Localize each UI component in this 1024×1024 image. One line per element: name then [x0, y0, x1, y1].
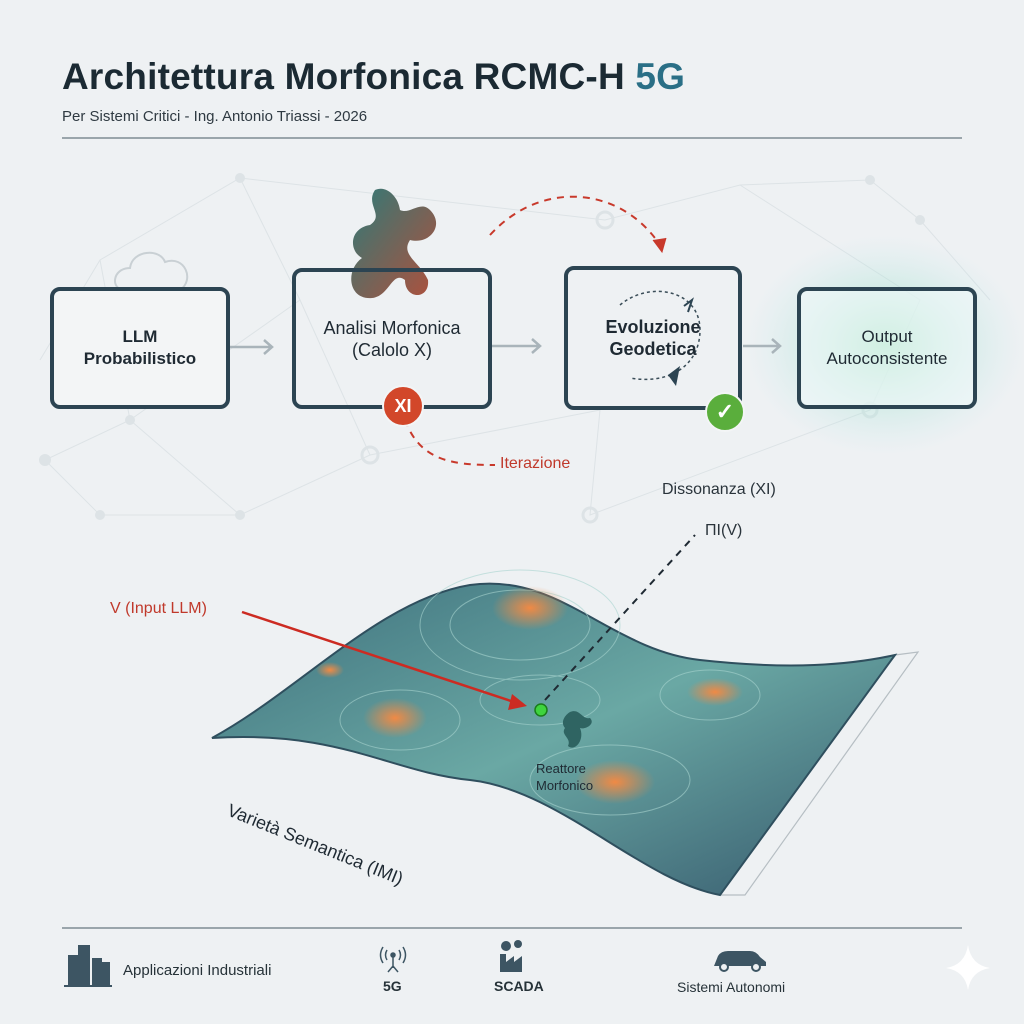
footer-item-applicazioni-industriali: Applicazioni Industriali: [123, 962, 272, 979]
iteration-arrow: [404, 419, 496, 466]
page-title: Architettura Morfonica RCMC-H 5G: [62, 56, 686, 97]
input-point: [534, 703, 548, 717]
hotspot: [363, 698, 427, 738]
antenna-icon: [379, 946, 407, 973]
footer-item-5g: 5G: [383, 978, 402, 994]
footer-divider: [62, 927, 962, 929]
header-divider: [62, 137, 962, 139]
flow-arrow-2: [492, 338, 542, 354]
car-icon: [714, 951, 766, 972]
dissonance-badge: XI: [382, 385, 424, 427]
projection-line: [544, 534, 696, 701]
footer-item-scada: SCADA: [494, 978, 544, 994]
flow-arrow-3: [743, 338, 782, 354]
hotspot: [492, 586, 568, 630]
geodesic-cycle-icon: [619, 290, 701, 380]
factory-icon: [500, 940, 522, 972]
flow-arrow-1: [230, 339, 274, 355]
footer-item-sistemi-autonomi: Sistemi Autonomi: [677, 979, 786, 995]
feedback-arrow: [489, 195, 661, 246]
iteration-label: Iterazione: [500, 455, 571, 472]
reactor-icon: [562, 711, 592, 748]
sparkle-icon: [946, 945, 990, 990]
buildings-icon: [64, 945, 112, 987]
projection-label: ΠI(V): [705, 522, 743, 539]
manifold-surface: [211, 582, 898, 897]
cloud-icon: [114, 252, 189, 291]
input-arrow: [241, 610, 521, 706]
hotspot: [316, 662, 344, 678]
hotspot: [687, 678, 743, 706]
hotspot: [575, 760, 655, 804]
dissonance-label: Dissonanza (XI): [662, 481, 776, 498]
check-icon: ✓: [705, 392, 745, 432]
input-label: V (Input LLM): [110, 600, 207, 617]
page-subtitle: Per Sistemi Critici - Ing. Antonio Trias…: [62, 108, 368, 125]
